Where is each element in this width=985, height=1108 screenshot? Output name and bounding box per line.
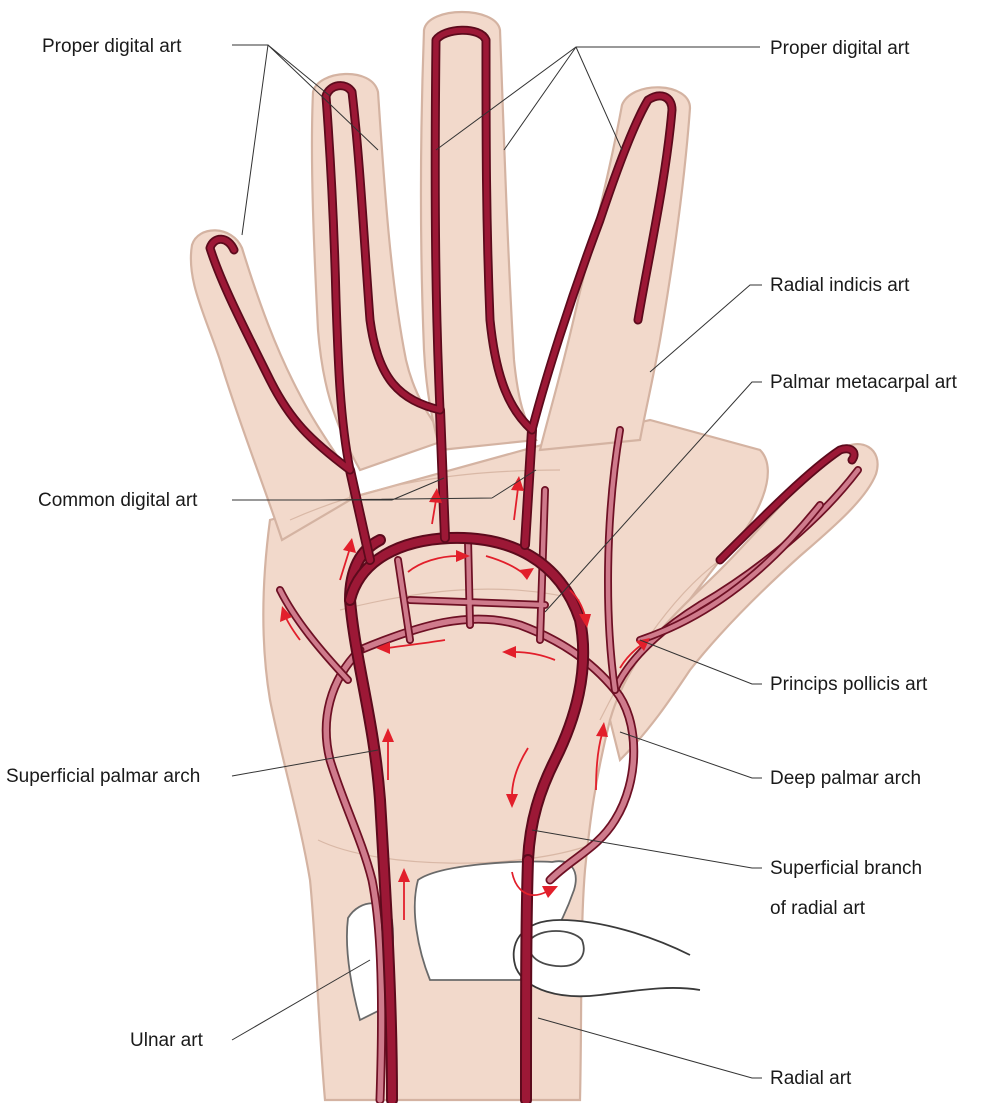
flow-arrow-deep-left bbox=[387, 639, 446, 649]
flow-arrow-wrist-little-head bbox=[280, 606, 292, 622]
flow-arrow-thumb bbox=[619, 645, 641, 669]
flow-arrow-middle bbox=[513, 487, 519, 521]
flow-arrow-little bbox=[339, 547, 351, 581]
label-palmar-metacarpal: Palmar metacarpal art bbox=[770, 372, 958, 393]
flow-arrow-curl bbox=[511, 871, 547, 896]
flow-arrow-radial-down bbox=[511, 747, 529, 797]
labels: Proper digital art Proper digital art Ra… bbox=[6, 36, 958, 1089]
ring-finger bbox=[310, 72, 448, 472]
flow-arrow-arch-left bbox=[407, 555, 459, 573]
label-superficial-branch-2: of radial art bbox=[770, 898, 866, 919]
label-ulnar: Ulnar art bbox=[130, 1030, 204, 1051]
superficial-arterial-system bbox=[205, 25, 859, 1106]
flow-arrow-curl-head bbox=[542, 886, 558, 898]
flow-arrow-arch-descend bbox=[569, 589, 586, 617]
ulnar-to-little-branch bbox=[276, 586, 352, 684]
thumb-ulnar-branch bbox=[636, 501, 824, 644]
flow-arrow-deep-up-head bbox=[596, 722, 608, 737]
palm-crease-lower bbox=[339, 588, 581, 611]
label-deep-palmar-arch: Deep palmar arch bbox=[770, 768, 921, 789]
blood-flow-arrows bbox=[280, 476, 650, 920]
label-radial: Radial art bbox=[770, 1068, 852, 1089]
wrist-crease bbox=[317, 839, 591, 864]
flow-arrow-middle-head bbox=[511, 476, 524, 491]
flow-arrow-arch-left-head bbox=[456, 550, 470, 562]
flow-arrow-ring-head bbox=[429, 488, 442, 503]
label-proper-digital-left: Proper digital art bbox=[42, 36, 182, 57]
ulnar-deep-branch bbox=[321, 645, 387, 1105]
flow-arrow-arch-right-head bbox=[519, 568, 534, 580]
radial-artery bbox=[520, 854, 534, 1106]
flow-arrow-radial-down-head bbox=[506, 794, 518, 808]
flow-arrow-ring bbox=[431, 499, 437, 525]
flow-arrow-ulnar-upper-head bbox=[382, 728, 394, 742]
flow-arrow-arch-descend-head bbox=[579, 614, 591, 628]
flow-arrow-deep-left-head bbox=[376, 642, 390, 654]
flow-arrow-deep-mid-head bbox=[502, 646, 516, 658]
label-common-digital: Common digital art bbox=[38, 490, 198, 511]
flow-arrow-ulnar-head bbox=[398, 868, 410, 882]
label-princips-pollicis: Princips pollicis art bbox=[770, 674, 928, 695]
superficial-palmar-arch bbox=[344, 531, 590, 866]
common-digital-arteries bbox=[345, 405, 537, 565]
proper-digital-arteries bbox=[205, 25, 677, 475]
leader-lines bbox=[231, 44, 762, 1079]
palmar-metacarpal-branches bbox=[394, 486, 549, 644]
palm-and-wrist bbox=[262, 418, 769, 1102]
middle-finger bbox=[419, 11, 538, 452]
palpating-finger bbox=[512, 919, 701, 998]
label-proper-digital-right: Proper digital art bbox=[770, 38, 910, 59]
flow-arrow-thumb-head bbox=[636, 638, 650, 651]
label-superficial-palmar-arch: Superficial palmar arch bbox=[6, 766, 200, 787]
flow-arrow-deep-up bbox=[595, 733, 603, 791]
flow-arrow-little-head bbox=[343, 538, 356, 553]
princeps-pollicis-branch bbox=[611, 466, 862, 694]
fingernail bbox=[528, 930, 585, 968]
label-radial-indicis: Radial indicis art bbox=[770, 275, 910, 296]
radial-indicis-branch bbox=[604, 426, 624, 694]
label-superficial-branch-1: Superficial branch bbox=[770, 858, 922, 879]
flow-arrow-deep-mid bbox=[513, 651, 556, 661]
flow-arrow-wrist-little bbox=[285, 617, 301, 641]
deep-arterial-system bbox=[276, 426, 862, 1105]
thumb-digital-artery bbox=[715, 444, 859, 565]
